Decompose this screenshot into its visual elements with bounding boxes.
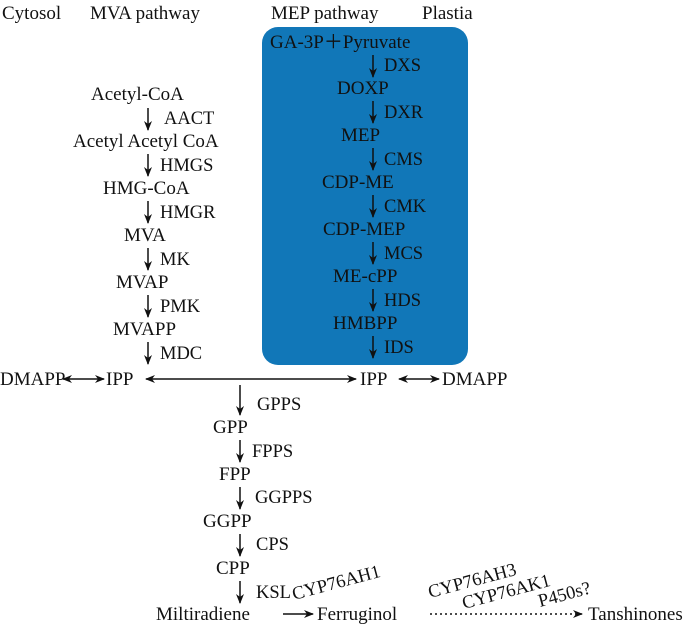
metabolite-tanshinones: Tanshinones	[588, 604, 683, 625]
enzyme-mdc: MDC	[160, 344, 202, 364]
enzyme-cms: CMS	[384, 150, 423, 170]
enzyme-dxs: DXS	[384, 56, 421, 76]
enzyme-ids: IDS	[384, 338, 414, 358]
enzyme-hmgs: HMGS	[160, 156, 213, 176]
plastid-box	[262, 27, 468, 365]
enzyme-pmk: PMK	[160, 297, 201, 317]
metabolite-gpp: GPP	[213, 417, 248, 438]
metabolite-ga3p-pyruvate: GA-3P＋Pyruvate	[270, 32, 410, 53]
metabolite-mvapp: MVAPP	[113, 319, 176, 340]
enzyme-ggpps: GGPPS	[255, 488, 313, 508]
metabolite-mvap: MVAP	[116, 272, 168, 293]
metabolite-dmapp-right: DMAPP	[442, 369, 507, 390]
enzyme-ksl: KSL	[256, 583, 291, 603]
metabolite-me-cpp: ME-cPP	[333, 266, 397, 287]
enzyme-hmgr: HMGR	[160, 203, 216, 223]
header-mva-pathway: MVA pathway	[90, 3, 200, 24]
enzyme-fpps: FPPS	[252, 442, 293, 462]
enzyme-mcs: MCS	[384, 244, 423, 264]
metabolite-mep: MEP	[341, 125, 380, 146]
metabolite-ipp-right: IPP	[360, 369, 387, 390]
metabolite-cdp-mep: CDP-MEP	[323, 219, 405, 240]
enzyme-dxr: DXR	[384, 103, 424, 123]
metabolite-mva: MVA	[124, 225, 166, 246]
metabolite-ipp-left: IPP	[106, 369, 133, 390]
metabolite-acetyl-coa: Acetyl-CoA	[91, 84, 184, 105]
metabolite-dmapp-left: DMAPP	[0, 369, 65, 390]
metabolite-hmg-coa: HMG-CoA	[103, 178, 190, 199]
enzyme-gpps: GPPS	[257, 395, 301, 415]
metabolite-ferruginol: Ferruginol	[317, 604, 397, 625]
metabolite-ggpp: GGPP	[203, 511, 252, 532]
enzyme-aact: AACT	[164, 109, 214, 129]
enzyme-hds: HDS	[384, 291, 421, 311]
metabolite-cdp-me: CDP-ME	[322, 172, 394, 193]
enzyme-mk: MK	[160, 250, 190, 270]
enzyme-cmk: CMK	[384, 197, 427, 217]
header-mep-pathway: MEP pathway	[271, 3, 379, 24]
metabolite-fpp: FPP	[219, 464, 251, 485]
header-plastia: Plastia	[422, 3, 473, 24]
enzyme-cyp76ah1: CYP76AH1	[290, 562, 383, 605]
metabolite-cpp: CPP	[216, 558, 250, 579]
metabolite-miltiradiene: Miltiradiene	[156, 604, 250, 625]
metabolite-hmbpp: HMBPP	[333, 313, 397, 334]
metabolite-acetyl-acetyl-coa: Acetyl Acetyl CoA	[73, 131, 219, 152]
enzyme-cps: CPS	[256, 535, 289, 555]
metabolite-doxp: DOXP	[337, 78, 389, 99]
header-cytosol: Cytosol	[2, 3, 61, 24]
